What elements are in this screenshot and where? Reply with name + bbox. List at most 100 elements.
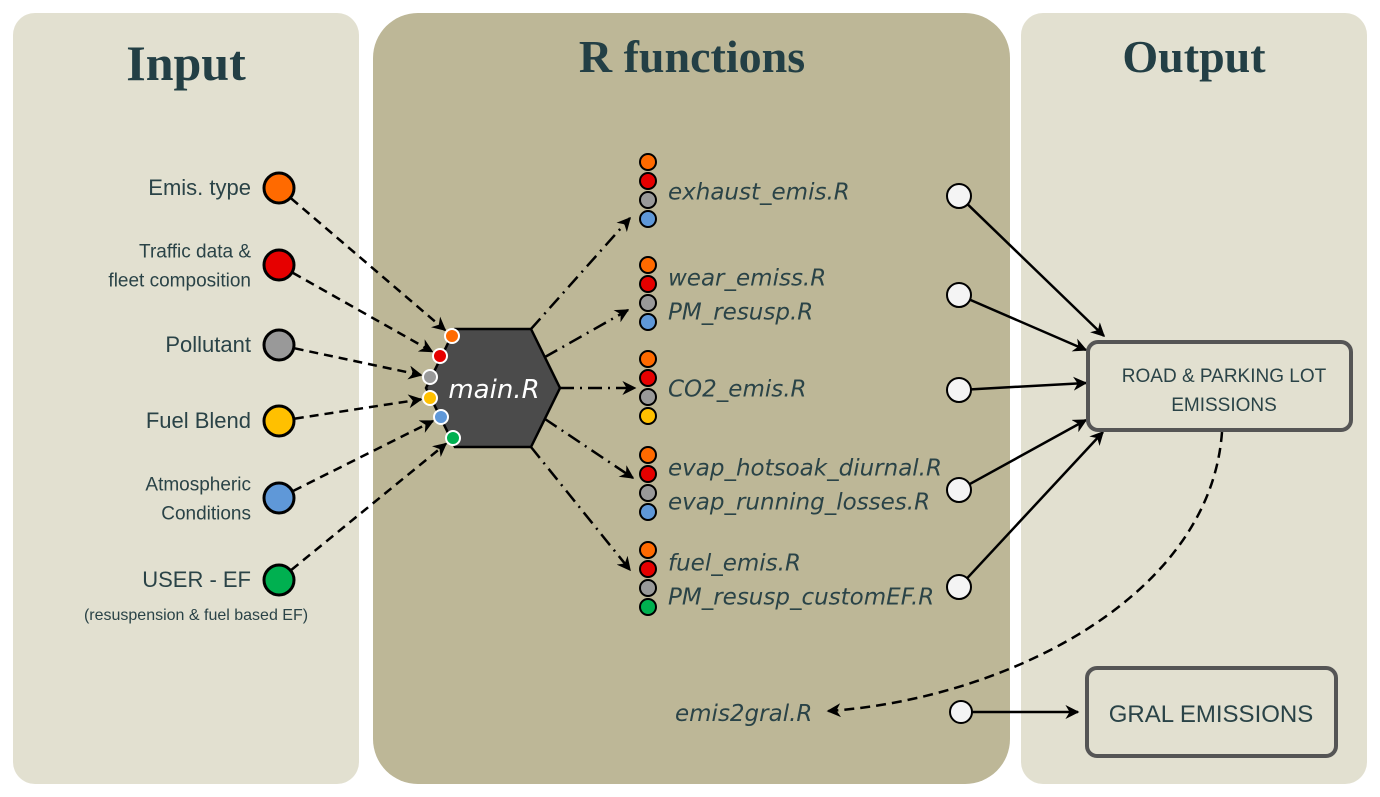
function-name[interactable]: CO2_emis.R <box>668 377 807 403</box>
orange-param-dot <box>639 153 657 171</box>
road-to-emis2gral-arrow <box>826 431 1224 718</box>
input-traffic-data[interactable]: Traffic data & fleet composition <box>108 242 296 292</box>
output-arrow <box>969 298 1088 352</box>
yellow-port-dot <box>422 390 438 406</box>
main-node[interactable]: main.R <box>424 327 562 449</box>
input-arrow <box>292 419 435 492</box>
green-port-dot <box>445 430 461 446</box>
red-param-dot <box>639 560 657 578</box>
green-param-dot <box>639 598 657 616</box>
input-arrow <box>290 442 448 571</box>
blue-param-dot <box>639 210 657 228</box>
output-node[interactable] <box>946 477 972 503</box>
gray-param-dot <box>639 388 657 406</box>
road-parking-line-2: EMISSIONS <box>1171 395 1277 416</box>
input-pollutant[interactable]: Pollutant <box>165 328 296 362</box>
input-label: Pollutant <box>165 332 251 357</box>
output-arrow <box>970 376 1088 391</box>
function-group: exhaust_emis.R <box>639 153 850 228</box>
blue-port-dot <box>433 409 449 425</box>
function-name[interactable]: evap_hotsoak_diurnal.R <box>668 456 942 482</box>
input-label: Emis. type <box>148 175 251 200</box>
function-name[interactable]: evap_running_losses.R <box>668 490 930 516</box>
yellow-input-dot <box>262 404 296 438</box>
input-arrow <box>290 197 447 332</box>
function-group: evap_hotsoak_diurnal.R evap_running_losse… <box>639 446 942 521</box>
output-node[interactable] <box>946 574 972 600</box>
red-param-dot <box>639 275 657 293</box>
green-input-dot <box>262 563 296 597</box>
output-node[interactable] <box>946 377 972 403</box>
output-arrow <box>966 430 1104 580</box>
input-arrow <box>294 347 423 380</box>
output-nodes <box>946 183 973 724</box>
input-fuel-blend[interactable]: Fuel Blend <box>146 404 296 438</box>
functions-panel <box>373 13 1010 784</box>
function-name[interactable]: fuel_emis.R <box>668 551 801 577</box>
function-name[interactable]: exhaust_emis.R <box>668 180 850 206</box>
gray-input-dot <box>262 328 296 362</box>
input-label: Conditions <box>161 504 251 525</box>
red-port-dot <box>432 348 448 364</box>
input-label: fleet composition <box>108 271 251 292</box>
main-hexagon <box>424 327 562 449</box>
main-ports <box>422 328 461 446</box>
input-label: Fuel Blend <box>146 408 251 433</box>
function-name[interactable]: PM_resusp_customEF.R <box>668 585 934 611</box>
function-name[interactable]: wear_emiss.R <box>668 266 826 292</box>
gray-param-dot <box>639 191 657 209</box>
input-emis-type[interactable]: Emis. type <box>148 171 296 205</box>
function-groups: exhaust_emis.R wear_emiss.R PM_resusp.R CO2… <box>639 153 942 616</box>
output-title: Output <box>1122 31 1266 82</box>
gral-emissions-box[interactable]: GRAL EMISSIONS <box>1085 666 1338 758</box>
main-label: main.R <box>448 375 539 405</box>
input-label: Atmospheric <box>145 475 251 496</box>
input-arrow <box>294 394 423 420</box>
input-title: Input <box>126 35 246 91</box>
orange-param-dot <box>639 256 657 274</box>
input-user-ef[interactable]: USER - EF (resuspension & fuel based EF) <box>84 563 308 624</box>
input-label: USER - EF <box>142 567 251 592</box>
orange-input-dot <box>262 171 296 205</box>
connectors <box>290 197 1224 719</box>
function-group: wear_emiss.R PM_resusp.R <box>639 256 826 331</box>
function-group: CO2_emis.R <box>639 350 807 425</box>
gray-param-dot <box>639 294 657 312</box>
gray-param-dot <box>639 484 657 502</box>
output-node[interactable] <box>946 183 972 209</box>
input-arrow <box>292 271 434 353</box>
function-group: fuel_emis.R PM_resusp_customEF.R <box>639 541 934 616</box>
gray-param-dot <box>639 579 657 597</box>
road-parking-emissions-box[interactable]: ROAD & PARKING LOT EMISSIONS <box>1086 340 1353 432</box>
input-label: Traffic data & <box>139 242 251 263</box>
red-param-dot <box>639 369 657 387</box>
blue-param-dot <box>639 503 657 521</box>
red-input-dot <box>262 248 296 282</box>
output-node[interactable] <box>946 282 972 308</box>
orange-port-dot <box>444 328 460 344</box>
input-sublabel: (resuspension & fuel based EF) <box>84 607 308 624</box>
yellow-param-dot <box>639 407 657 425</box>
function-arrow <box>530 216 631 330</box>
gral-emissions-label: GRAL EMISSIONS <box>1109 701 1314 728</box>
road-parking-line-1: ROAD & PARKING LOT <box>1122 366 1327 387</box>
blue-param-dot <box>639 313 657 331</box>
orange-param-dot <box>639 541 657 559</box>
orange-param-dot <box>639 350 657 368</box>
orange-param-dot <box>639 446 657 464</box>
gral-output-node[interactable] <box>949 700 973 724</box>
red-param-dot <box>639 172 657 190</box>
gray-port-dot <box>422 369 438 385</box>
output-arrow <box>966 203 1106 337</box>
function-arrow <box>544 417 635 480</box>
input-panel <box>13 13 359 784</box>
functions-title: R functions <box>579 31 805 82</box>
output-arrow <box>968 418 1088 486</box>
function-name[interactable]: PM_resusp.R <box>668 300 813 326</box>
red-param-dot <box>639 465 657 483</box>
emis2gral-label[interactable]: emis2gral.R <box>675 701 812 727</box>
blue-input-dot <box>262 481 296 515</box>
